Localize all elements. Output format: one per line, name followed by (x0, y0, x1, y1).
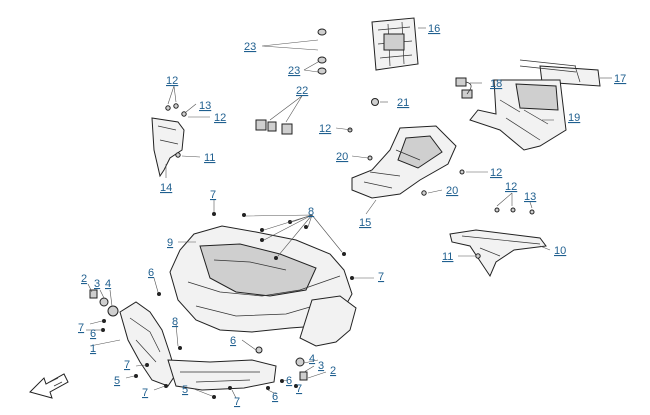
part-10-bracket (449, 207, 547, 278)
callout-5: 5 (114, 375, 120, 387)
callout-6: 6 (148, 267, 154, 279)
part-21-screw (371, 98, 379, 106)
callout-6: 6 (90, 328, 96, 340)
callout-4: 4 (309, 353, 315, 365)
callout-9: 9 (167, 237, 173, 249)
callout-6: 6 (230, 335, 236, 347)
callout-11: 11 (204, 152, 215, 164)
callout-2: 2 (81, 273, 87, 285)
callout-13: 13 (199, 100, 211, 112)
callout-5: 5 (182, 384, 188, 396)
part-23-grommets (317, 28, 327, 75)
callout-20: 20 (336, 151, 348, 163)
callout-15: 15 (359, 217, 371, 229)
callout-7: 7 (78, 322, 84, 334)
callout-8: 8 (172, 316, 178, 328)
part-15-bracket (347, 125, 465, 199)
front-arrow-icon (29, 373, 69, 399)
leader-lines (86, 27, 612, 399)
right-side-panel (299, 295, 357, 347)
callout-2: 2 (330, 365, 336, 377)
callout-16: 16 (428, 23, 440, 35)
callout-8: 8 (308, 206, 314, 218)
callout-12: 12 (319, 123, 331, 135)
callout-17: 17 (614, 73, 626, 85)
callout-6: 6 (272, 391, 278, 403)
callout-22: 22 (296, 85, 308, 97)
callout-11: 11 (442, 251, 453, 263)
callout-3: 3 (94, 278, 100, 290)
callout-1: 1 (90, 343, 96, 355)
callout-3: 3 (318, 360, 324, 372)
callout-7: 7 (296, 383, 302, 395)
callout-7: 7 (378, 271, 384, 283)
part-1-side-panel (119, 301, 177, 387)
callout-19: 19 (568, 112, 580, 124)
callout-23: 23 (244, 41, 256, 53)
callout-20: 20 (446, 185, 458, 197)
fasteners-2-3-4-6 (89, 289, 308, 390)
callout-12: 12 (214, 112, 226, 124)
callout-13: 13 (524, 191, 536, 203)
callout-21: 21 (397, 97, 409, 109)
part-16-bracket (371, 17, 419, 71)
callout-7: 7 (234, 396, 240, 408)
callout-23: 23 (288, 65, 300, 77)
part-18-connector (455, 77, 473, 99)
callout-12: 12 (490, 167, 502, 179)
callout-7: 7 (142, 387, 148, 399)
callout-12: 12 (166, 75, 178, 87)
callout-6: 6 (286, 375, 292, 387)
part-7-screws (102, 212, 354, 399)
callout-12: 12 (505, 181, 517, 193)
part-22-clips (255, 119, 293, 135)
callout-labels: 23 23 16 18 17 21 22 12 13 12 11 14 12 2… (78, 23, 626, 408)
callout-7: 7 (210, 189, 216, 201)
callout-4: 4 (105, 278, 111, 290)
part-14-bracket (151, 103, 187, 178)
callout-14: 14 (160, 182, 172, 194)
callout-7: 7 (124, 359, 130, 371)
part-19-mount (469, 79, 567, 151)
part-5-lower-trim (167, 359, 277, 391)
callout-10: 10 (554, 245, 566, 257)
callout-18: 18 (490, 78, 502, 90)
